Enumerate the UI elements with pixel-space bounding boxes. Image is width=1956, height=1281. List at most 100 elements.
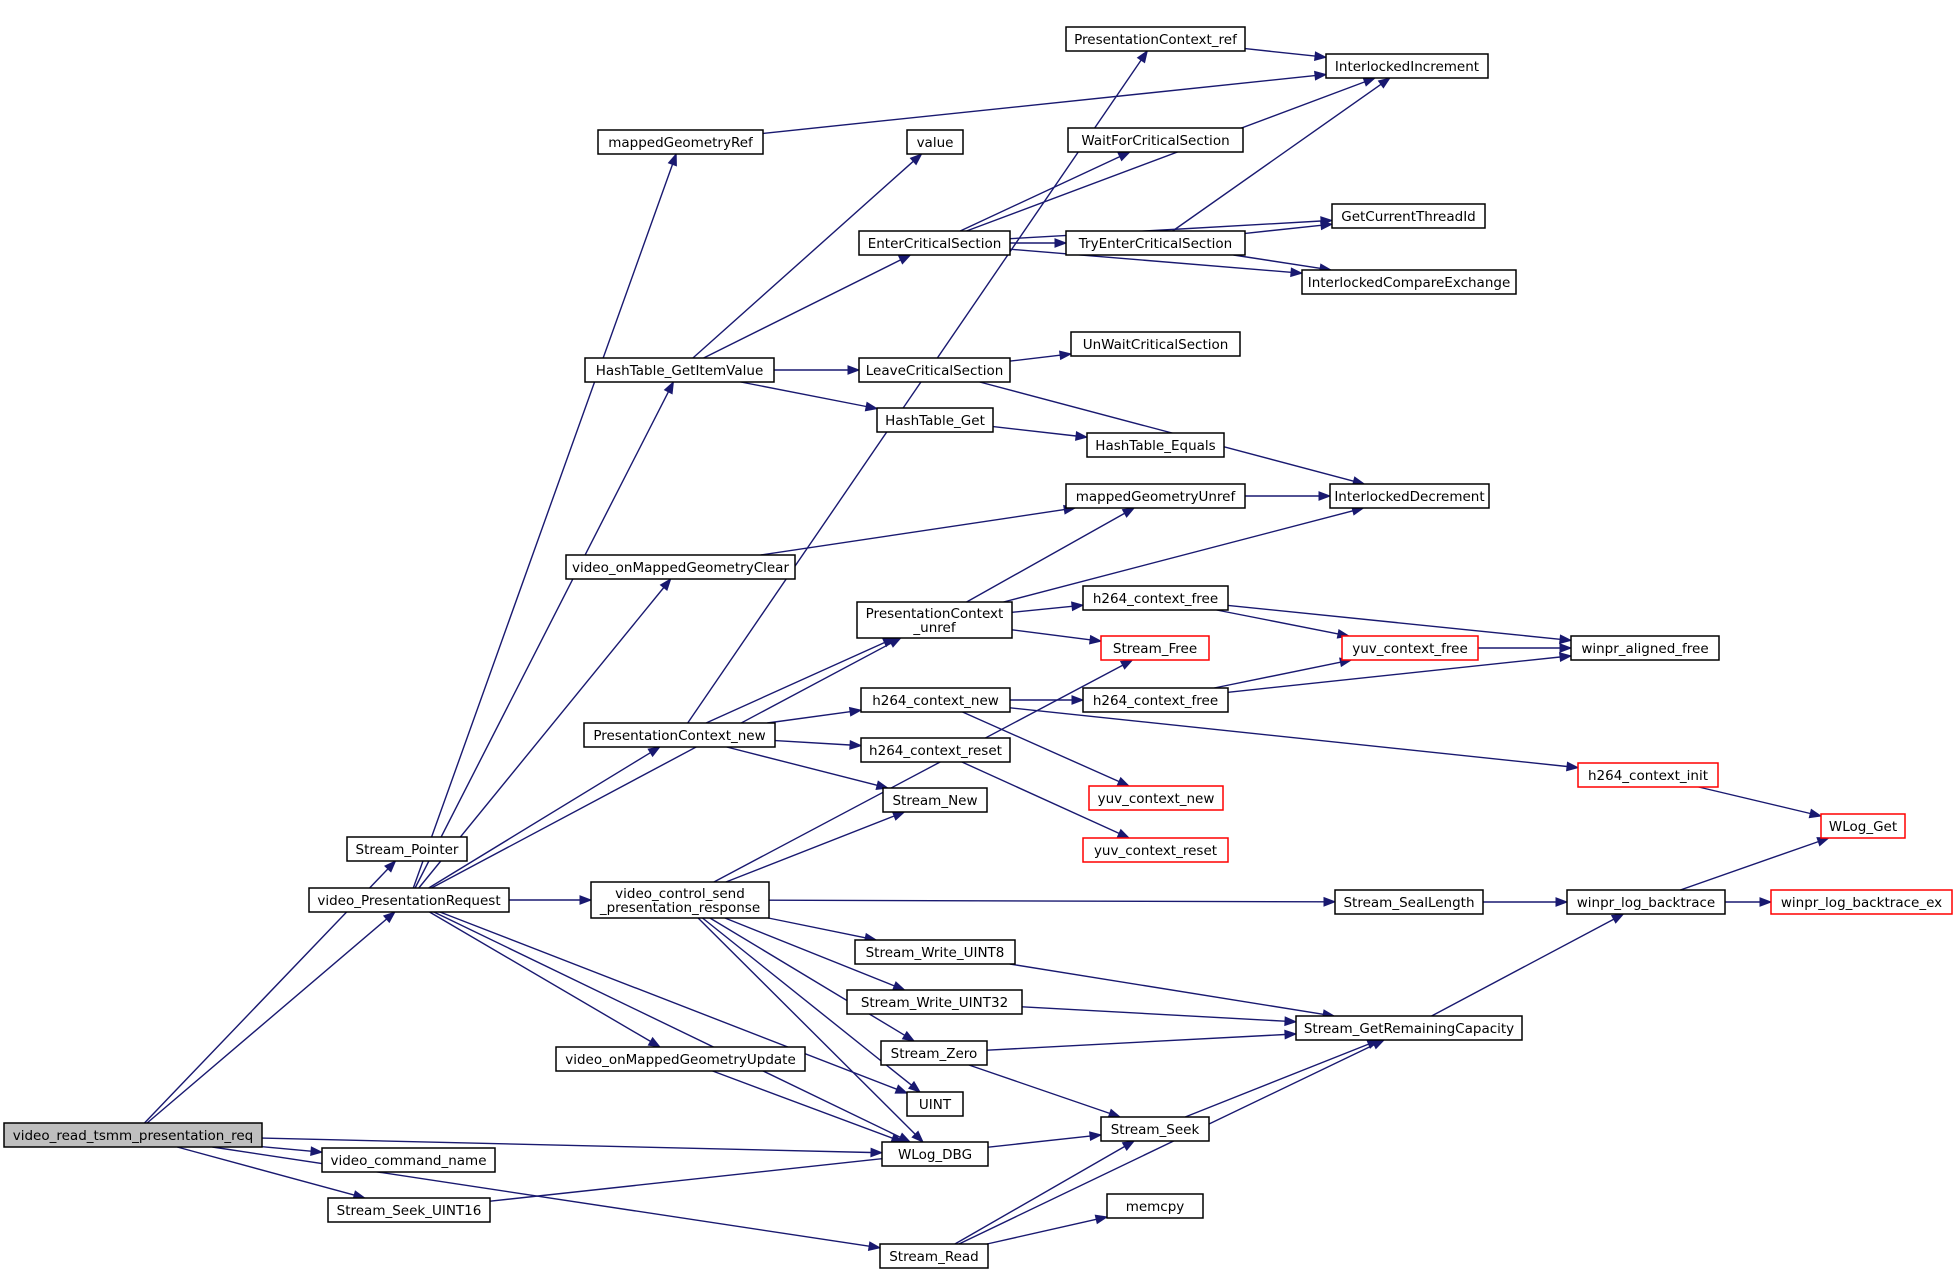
node-box: [880, 1040, 988, 1066]
node-box: [597, 129, 764, 155]
node-stream-write-uint8[interactable]: Stream_Write_UINT8: [854, 939, 1016, 965]
node-h264-context-reset[interactable]: h264_context_reset: [860, 737, 1011, 763]
node-wlog-get[interactable]: WLog_Get: [1820, 813, 1906, 839]
node-label: yuv_context_free: [1352, 641, 1468, 657]
edge-yuv-context-free-to-winpr-aligned-free: [1478, 643, 1573, 653]
node-wlog-dbg[interactable]: WLog_DBG: [881, 1141, 989, 1167]
node-label: PresentationContext: [866, 606, 1004, 622]
node-box: [879, 1243, 989, 1269]
node-stream-free[interactable]: Stream_Free: [1100, 635, 1210, 661]
node-presentation-context-ref[interactable]: PresentationContext_ref: [1065, 26, 1246, 52]
node-video-read-tsmm-presentation-req[interactable]: video_read_tsmm_presentation_req: [3, 1122, 263, 1148]
node-video-control-send-presentation-response[interactable]: video_control_send_presentation_response: [590, 881, 770, 919]
node-h264-context-init[interactable]: h264_context_init: [1577, 762, 1719, 788]
node-video-on-mapped-geometry-update[interactable]: video_onMappedGeometryUpdate: [555, 1046, 806, 1072]
node-box: [1301, 269, 1517, 295]
node-try-enter-critical-section[interactable]: TryEnterCriticalSection: [1065, 230, 1246, 256]
node-interlocked-decrement[interactable]: InterlockedDecrement: [1329, 483, 1490, 509]
node-winpr-log-backtrace[interactable]: winpr_log_backtrace: [1566, 889, 1726, 915]
edge-video-read-tsmm-presentation-req-to-video-presentation-request: [146, 911, 396, 1124]
node-winpr-log-backtrace-ex[interactable]: winpr_log_backtrace_ex: [1770, 889, 1953, 915]
node-label: video_read_tsmm_presentation_req: [13, 1128, 253, 1144]
edge-video-presentation-request-to-uint: [439, 911, 909, 1094]
node-stream-seek[interactable]: Stream_Seek: [1100, 1116, 1210, 1142]
node-video-command-name[interactable]: video_command_name: [321, 1147, 496, 1173]
node-label: winpr_aligned_free: [1581, 641, 1708, 657]
node-yuv-context-free[interactable]: yuv_context_free: [1341, 635, 1479, 661]
edge-stream-write-uint8-to-stream-get-remaining-capacity: [1009, 963, 1336, 1020]
node-stream-zero[interactable]: Stream_Zero: [880, 1040, 988, 1066]
node-interlocked-compare-exchange[interactable]: InterlockedCompareExchange: [1301, 269, 1517, 295]
edge-stream-read-to-memcpy: [986, 1214, 1109, 1245]
edge-hash-table-get-item-value-to-hash-table-get: [740, 381, 879, 412]
node-label: WLog_DBG: [898, 1147, 972, 1163]
edge-video-control-send-presentation-response-to-stream-zero: [709, 917, 916, 1042]
node-yuv-context-reset[interactable]: yuv_context_reset: [1082, 837, 1229, 863]
node-box: [321, 1147, 496, 1173]
node-presentation-context-unref[interactable]: PresentationContext_unref: [856, 601, 1013, 639]
node-box: [846, 989, 1023, 1015]
node-stream-pointer[interactable]: Stream_Pointer: [346, 836, 468, 862]
node-wait-for-critical-section[interactable]: WaitForCriticalSection: [1067, 127, 1244, 153]
node-uint[interactable]: UINT: [906, 1091, 964, 1117]
node-stream-write-uint32[interactable]: Stream_Write_UINT32: [846, 989, 1023, 1015]
edge-video-read-tsmm-presentation-req-to-stream-read: [212, 1146, 882, 1252]
node-box: [876, 407, 994, 433]
node-box: [1341, 635, 1479, 661]
node-stream-seal-length[interactable]: Stream_SealLength: [1334, 889, 1484, 915]
edge-stream-seal-length-to-winpr-log-backtrace: [1483, 897, 1569, 907]
node-label: video_onMappedGeometryClear: [572, 560, 789, 576]
node-label: Stream_Seek: [1111, 1122, 1200, 1138]
node-get-current-thread-id[interactable]: GetCurrentThreadId: [1331, 203, 1486, 229]
node-label: InterlockedDecrement: [1334, 489, 1484, 505]
node-enter-critical-section[interactable]: EnterCriticalSection: [858, 230, 1011, 256]
node-yuv-context-new[interactable]: yuv_context_new: [1088, 785, 1224, 811]
node-un-wait-critical-section[interactable]: UnWaitCriticalSection: [1070, 331, 1241, 357]
edge-hash-table-get-item-value-to-value: [692, 153, 923, 359]
edge-winpr-log-backtrace-to-winpr-log-backtrace-ex: [1725, 897, 1773, 907]
node-label: yuv_context_new: [1098, 791, 1215, 807]
edge-h264-context-reset-to-yuv-context-reset: [961, 761, 1131, 839]
node-box: [1106, 1193, 1204, 1219]
node-mapped-geometry-ref[interactable]: mappedGeometryRef: [597, 129, 764, 155]
node-h264-context-free-1[interactable]: h264_context_free: [1082, 585, 1229, 611]
node-memcpy[interactable]: memcpy: [1106, 1193, 1204, 1219]
node-hash-table-equals[interactable]: HashTable_Equals: [1086, 432, 1225, 458]
edge-stream-seek-uint16-to-stream-seek: [489, 1131, 1103, 1202]
node-video-presentation-request[interactable]: video_PresentationRequest: [308, 887, 510, 913]
edge-enter-critical-section-to-wait-for-critical-section: [959, 151, 1132, 232]
node-label: h264_context_init: [1588, 768, 1708, 784]
node-stream-seek-uint16[interactable]: Stream_Seek_UINT16: [327, 1197, 491, 1223]
node-mapped-geometry-unref[interactable]: mappedGeometryUnref: [1065, 483, 1246, 509]
node-stream-read[interactable]: Stream_Read: [879, 1243, 989, 1269]
node-presentation-context-new[interactable]: PresentationContext_new: [583, 722, 776, 748]
node-value[interactable]: value: [906, 129, 964, 155]
node-stream-new[interactable]: Stream_New: [882, 787, 988, 813]
node-stream-get-remaining-capacity[interactable]: Stream_GetRemainingCapacity: [1295, 1015, 1523, 1041]
edge-video-read-tsmm-presentation-req-to-wlog-dbg: [261, 1137, 884, 1158]
node-interlocked-increment[interactable]: InterlockedIncrement: [1325, 53, 1489, 79]
node-h264-context-free-2[interactable]: h264_context_free: [1082, 687, 1229, 713]
node-hash-table-get-item-value[interactable]: HashTable_GetItemValue: [584, 357, 775, 383]
edge-video-presentation-request-to-mapped-geometry-ref: [412, 152, 677, 889]
node-leave-critical-section[interactable]: LeaveCriticalSection: [858, 357, 1011, 383]
edge-presentation-context-ref-to-interlocked-increment: [1244, 47, 1328, 61]
node-box: [1070, 331, 1241, 357]
node-hash-table-get[interactable]: HashTable_Get: [876, 407, 994, 433]
node-label: winpr_log_backtrace: [1577, 895, 1715, 911]
edge-video-presentation-request-to-presentation-context-unref: [431, 637, 902, 889]
node-box: [1065, 483, 1246, 509]
edge-leave-critical-section-to-un-wait-critical-section: [1009, 350, 1073, 362]
node-h264-context-new[interactable]: h264_context_new: [860, 687, 1011, 713]
edge-video-control-send-presentation-response-to-stream-new: [725, 811, 906, 883]
node-box: [1082, 687, 1229, 713]
node-box: [565, 554, 796, 580]
node-video-on-mapped-geometry-clear[interactable]: video_onMappedGeometryClear: [565, 554, 796, 580]
node-label: InterlockedCompareExchange: [1308, 275, 1511, 291]
edge-enter-critical-section-to-interlocked-increment: [966, 77, 1377, 232]
node-winpr-aligned-free[interactable]: winpr_aligned_free: [1570, 635, 1720, 661]
node-box: [1566, 889, 1726, 915]
edge-presentation-context-unref-to-stream-free: [1011, 629, 1103, 645]
node-label: UnWaitCriticalSection: [1083, 337, 1229, 353]
